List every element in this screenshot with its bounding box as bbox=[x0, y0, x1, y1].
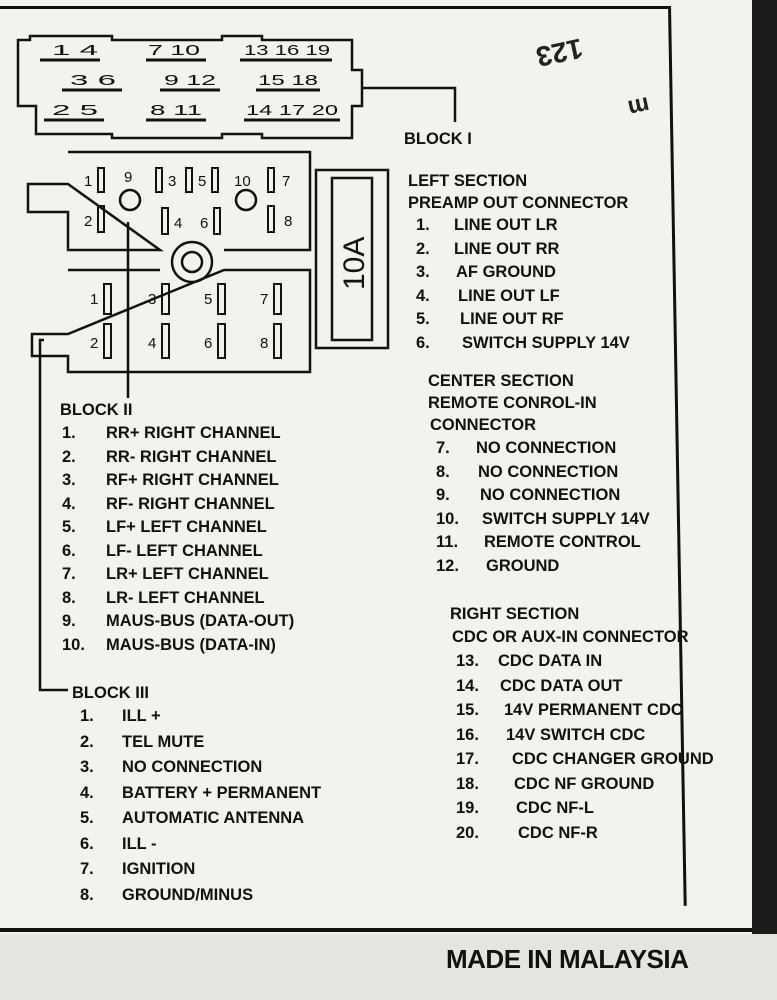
block3-pin-8: 8 bbox=[260, 335, 268, 352]
block3-pin-1: 1 bbox=[90, 291, 98, 308]
center-section-title: CENTER SECTION bbox=[428, 372, 574, 390]
list-item: 1.RR+ RIGHT CHANNEL bbox=[62, 424, 281, 442]
center-screw-outer bbox=[170, 240, 214, 284]
block3-leader bbox=[38, 338, 68, 692]
right-section-subtitle: CDC OR AUX-IN CONNECTOR bbox=[452, 628, 689, 646]
bottom-strip bbox=[0, 934, 777, 1000]
block1-pins-2-5: 2 5 bbox=[52, 102, 98, 119]
fuse-outline bbox=[314, 168, 390, 350]
list-item: 4.LINE OUT LF bbox=[416, 286, 560, 305]
block1-pins-14-17-20: 14 17 20 bbox=[246, 102, 338, 119]
center-screw-inner bbox=[180, 250, 204, 274]
list-item: 8.NO CONNECTION bbox=[436, 462, 619, 481]
list-item: 10.SWITCH SUPPLY 14V bbox=[436, 509, 650, 528]
block3-pin-7: 7 bbox=[260, 291, 268, 308]
block3-outline bbox=[30, 268, 312, 374]
list-item: 20.CDC NF-R bbox=[456, 823, 598, 842]
block3-list: 1.ILL + 2.TEL MUTE 3.NO CONNECTION 4.BAT… bbox=[80, 708, 321, 912]
sticker-border-top bbox=[0, 6, 668, 9]
fuse-inner bbox=[330, 176, 374, 342]
list-item: 11.REMOTE CONTROL bbox=[436, 533, 641, 551]
list-item: 12.GROUND bbox=[436, 556, 560, 575]
list-item: 4.BATTERY + PERMANENT bbox=[80, 783, 322, 802]
block3-pin-2: 2 bbox=[90, 335, 98, 352]
block1-pins-1-4: 1 4 bbox=[52, 42, 98, 59]
list-item: 13.CDC DATA IN bbox=[456, 652, 603, 670]
right-section-list: 13.CDC DATA IN 14.CDC DATA OUT 15.14V PE… bbox=[456, 652, 714, 848]
list-item: 16.14V SWITCH CDC bbox=[456, 725, 646, 744]
block1-pins-7-10: 7 10 bbox=[148, 42, 200, 59]
right-section-title: RIGHT SECTION bbox=[450, 605, 580, 623]
block1-pins-15-18: 15 18 bbox=[258, 72, 318, 89]
block2-pin-5: 5 bbox=[198, 173, 206, 190]
list-item: 2.LINE OUT RR bbox=[416, 239, 560, 258]
list-item: 1.ILL + bbox=[80, 707, 161, 725]
block2-pin-9: 9 bbox=[124, 169, 132, 186]
block2-pin-2: 2 bbox=[84, 213, 92, 230]
block1-pins-9-12: 9 12 bbox=[164, 72, 216, 89]
list-item: 2.RR- RIGHT CHANNEL bbox=[62, 447, 277, 466]
left-section-list: 1.LINE OUT LR 2.LINE OUT RR 3.AF GROUND … bbox=[416, 216, 630, 357]
left-section-subtitle: PREAMP OUT CONNECTOR bbox=[408, 194, 629, 212]
sticker-border-bottom bbox=[0, 928, 752, 932]
list-item: 4.RF- RIGHT CHANNEL bbox=[62, 494, 275, 513]
block1-title: BLOCK I bbox=[404, 130, 472, 148]
list-item: 6.ILL - bbox=[80, 834, 157, 853]
list-item: 8.GROUND/MINUS bbox=[80, 885, 254, 904]
fuse-label: 10A bbox=[338, 237, 371, 290]
block1-leader bbox=[362, 86, 457, 122]
block3-pin-6: 6 bbox=[204, 335, 212, 352]
block3-pin-3: 3 bbox=[148, 291, 156, 308]
list-item: 6.LF- LEFT CHANNEL bbox=[62, 541, 263, 560]
list-item: 17.CDC CHANGER GROUND bbox=[456, 750, 714, 768]
center-section-subtitle-2: CONNECTOR bbox=[430, 416, 537, 434]
block2-pin-6: 6 bbox=[200, 215, 208, 232]
list-item: 5.AUTOMATIC ANTENNA bbox=[80, 809, 305, 827]
center-section-subtitle-1: REMOTE CONROL-IN bbox=[428, 394, 597, 412]
block2-list: 1.RR+ RIGHT CHANNEL 2.RR- RIGHT CHANNEL … bbox=[62, 424, 294, 659]
block1-pins-13-16-19: 13 16 19 bbox=[244, 42, 330, 59]
list-item: 7.NO CONNECTION bbox=[436, 439, 617, 457]
block2-pin-1: 1 bbox=[84, 173, 92, 190]
list-item: 10.MAUS-BUS (DATA-IN) bbox=[62, 635, 276, 654]
block1-pins-3-6: 3 6 bbox=[70, 72, 116, 89]
list-item: 3.RF+ RIGHT CHANNEL bbox=[62, 471, 279, 489]
list-item: 19.CDC NF-L bbox=[456, 799, 594, 817]
left-section-title: LEFT SECTION bbox=[408, 172, 528, 190]
list-item: 8.LR- LEFT CHANNEL bbox=[62, 588, 265, 607]
list-item: 3.NO CONNECTION bbox=[80, 758, 263, 776]
block2-title: BLOCK II bbox=[60, 401, 133, 419]
list-item: 9.MAUS-BUS (DATA-OUT) bbox=[62, 612, 295, 630]
list-item: 14.CDC DATA OUT bbox=[456, 676, 623, 695]
list-item: 7.LR+ LEFT CHANNEL bbox=[62, 565, 269, 583]
block2-pin-10: 10 bbox=[234, 173, 251, 190]
list-item: 1.LINE OUT LR bbox=[416, 216, 558, 234]
center-section-list: 7.NO CONNECTION 8.NO CONNECTION 9.NO CON… bbox=[436, 439, 650, 580]
list-item: 5.LINE OUT RF bbox=[416, 310, 564, 328]
list-item: 2.TEL MUTE bbox=[80, 732, 205, 751]
pin9-circle bbox=[118, 188, 142, 212]
list-item: 5.LF+ LEFT CHANNEL bbox=[62, 518, 267, 536]
list-item: 7.IGNITION bbox=[80, 860, 196, 878]
list-item: 9.NO CONNECTION bbox=[436, 486, 621, 504]
block2-pin-4: 4 bbox=[174, 215, 182, 232]
list-item: 3.AF GROUND bbox=[416, 263, 556, 281]
list-item: 6.SWITCH SUPPLY 14V bbox=[416, 333, 630, 352]
block2-pin-3: 3 bbox=[168, 173, 176, 190]
block3-pin-4: 4 bbox=[148, 335, 156, 352]
block3-title: BLOCK III bbox=[72, 684, 149, 702]
block3-pin-5: 5 bbox=[204, 291, 212, 308]
pin10-circle bbox=[234, 188, 258, 212]
label-sticker bbox=[0, 0, 752, 936]
block1-outline bbox=[16, 34, 364, 140]
block1-pins-8-11: 8 11 bbox=[150, 102, 202, 119]
block2-pin-8: 8 bbox=[284, 213, 292, 230]
list-item: 18.CDC NF GROUND bbox=[456, 774, 655, 793]
list-item: 15.14V PERMANENT CDC bbox=[456, 701, 683, 719]
made-in-label: MADE IN MALAYSIA bbox=[446, 944, 689, 974]
block2-pin-7: 7 bbox=[282, 173, 290, 190]
block2-outline bbox=[26, 150, 312, 252]
